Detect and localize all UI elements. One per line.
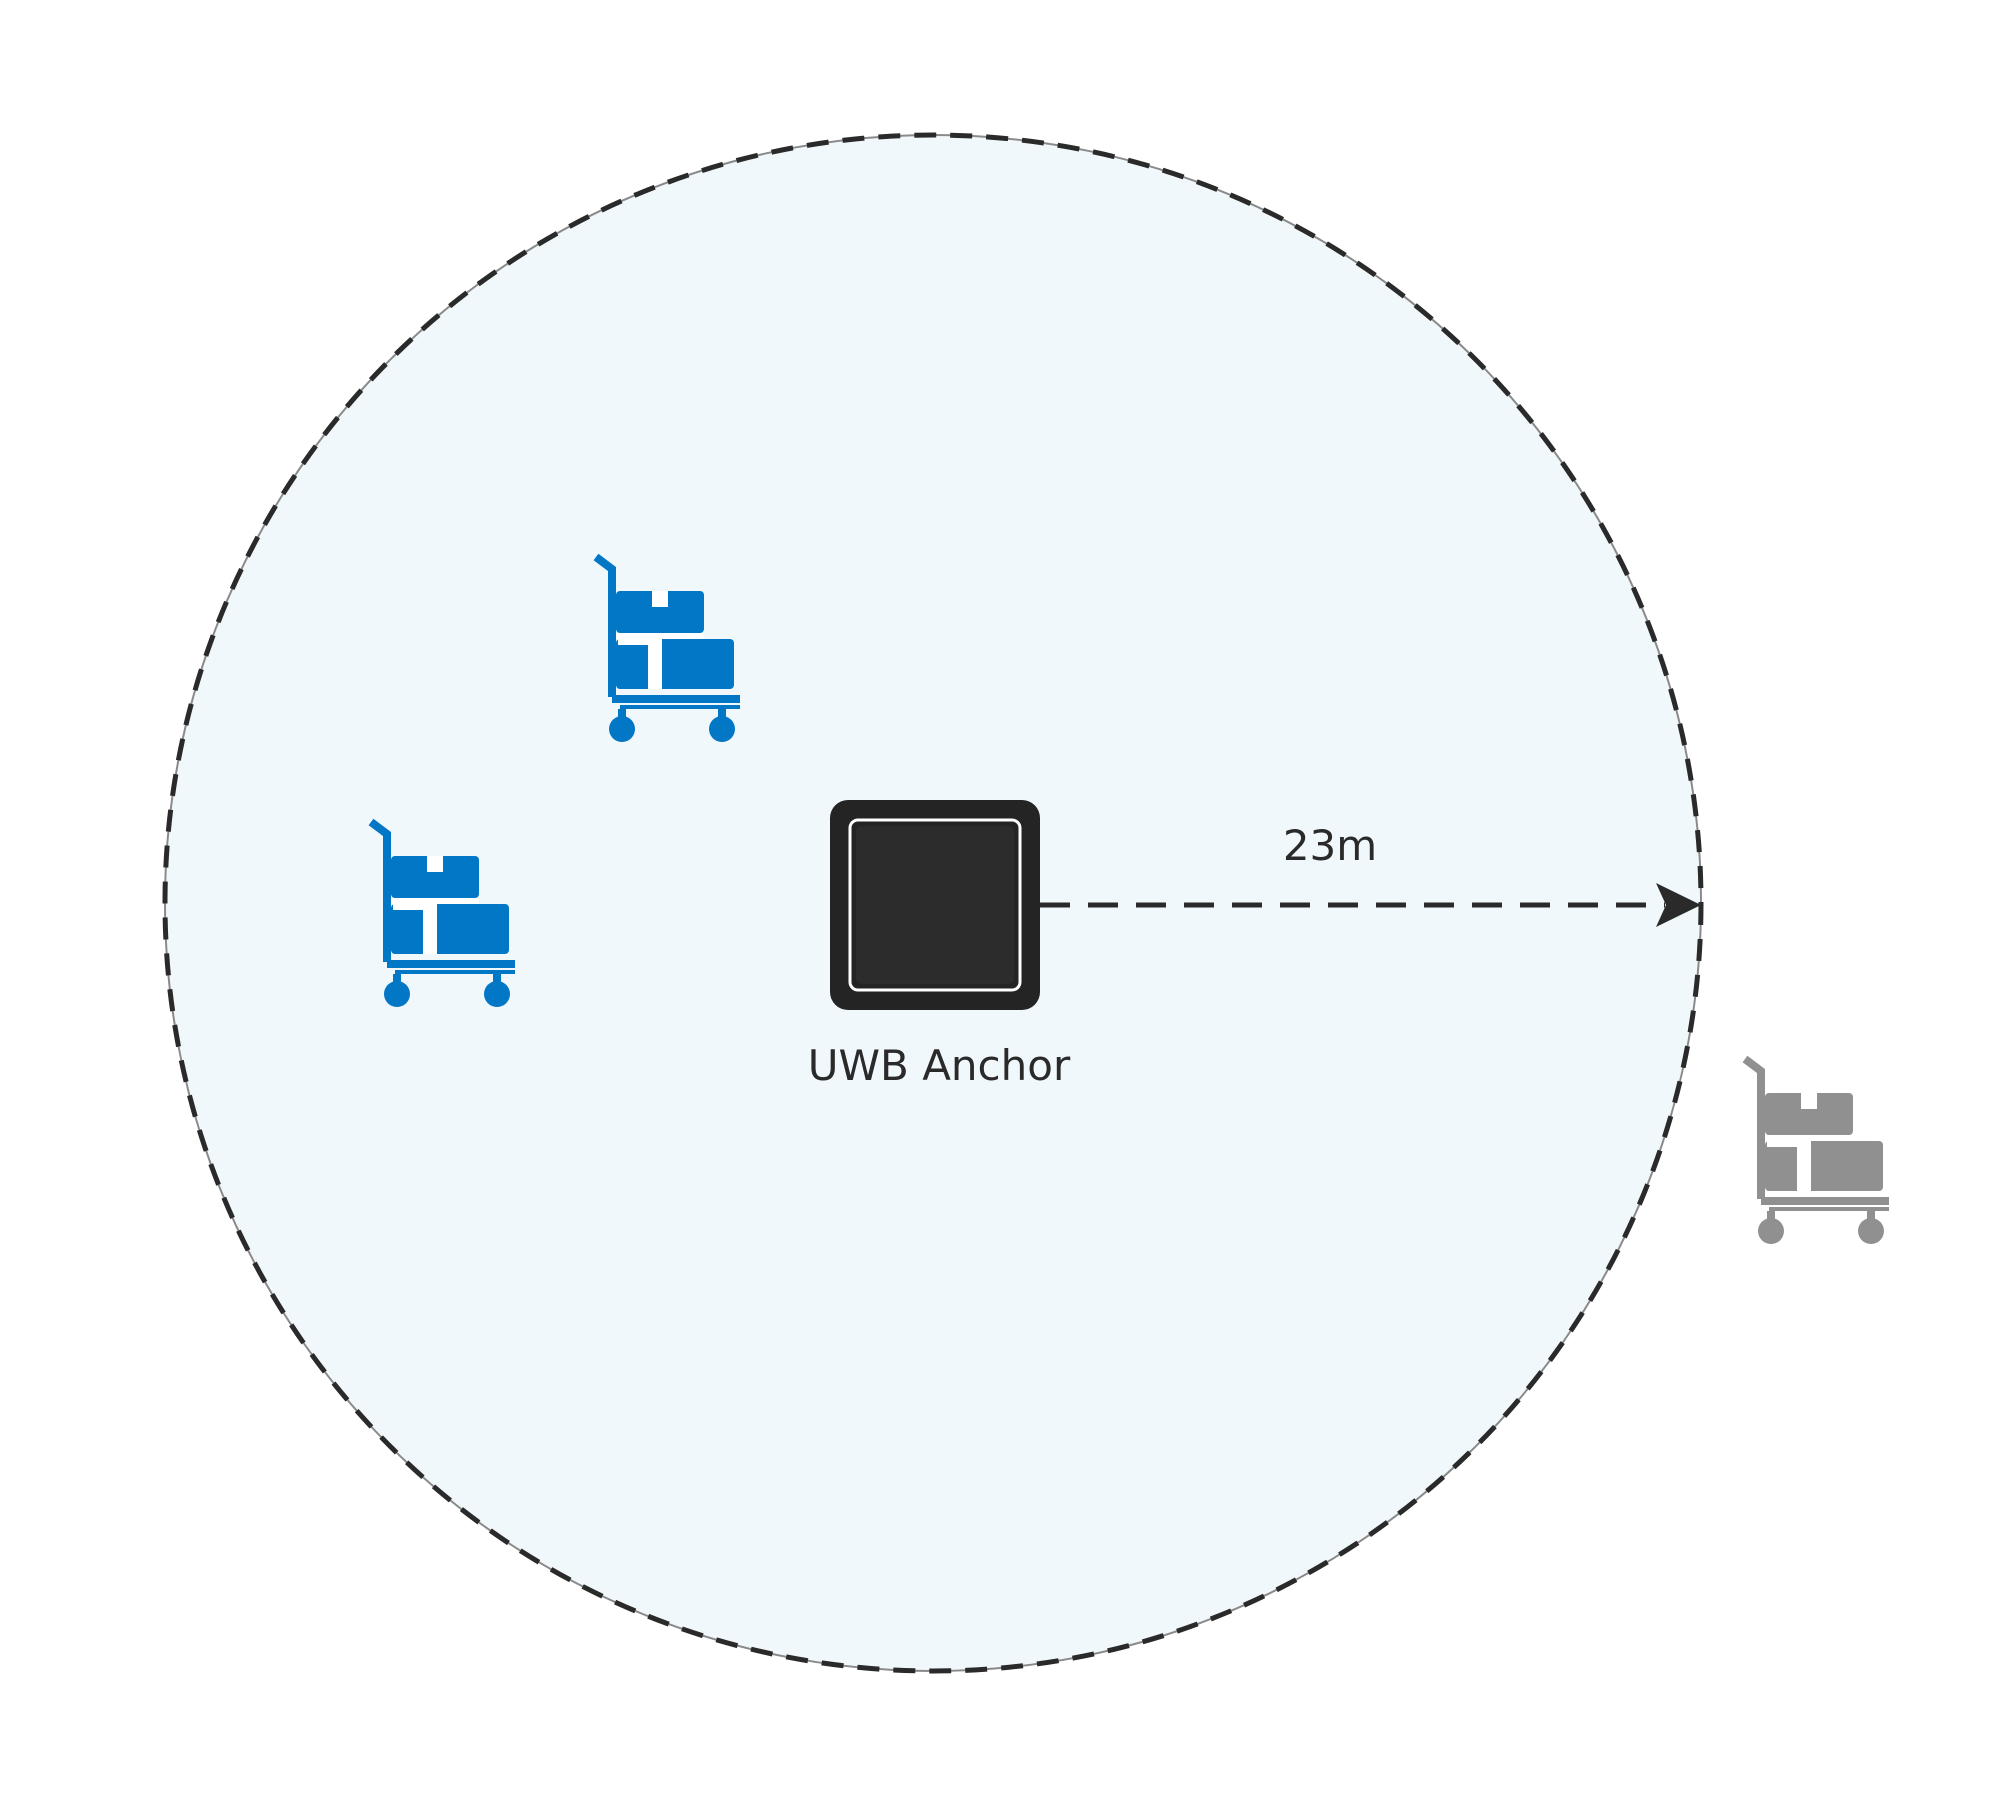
range-label: 23m [1283,821,1377,870]
cart-icon [1745,1059,1889,1244]
anchor-label: UWB Anchor [808,1041,1071,1090]
range-arrow [1040,883,1701,927]
coverage-boundary [162,132,1704,1674]
uwb-anchor-device [830,800,1040,1010]
